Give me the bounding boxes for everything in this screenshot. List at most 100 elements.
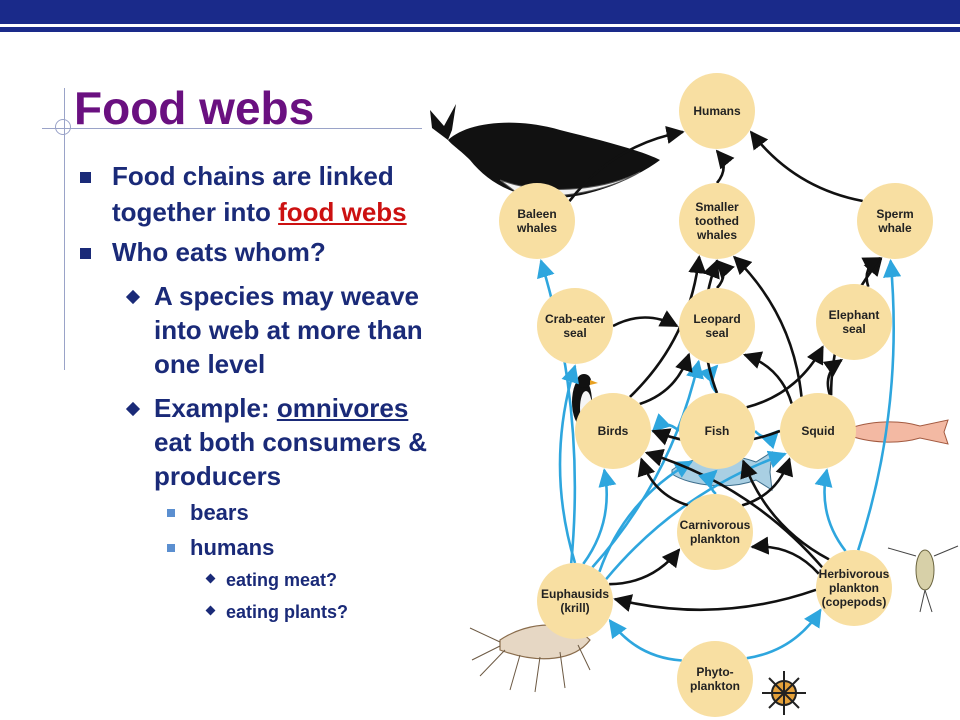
food-web-arrow-smaller-to-humans — [715, 149, 735, 184]
bullet-1-line-1: Food chains are linked — [112, 161, 394, 191]
node-label: Phyto- — [696, 665, 733, 679]
decor-horizontal-line — [42, 128, 422, 129]
bullet-4-line-3: producers — [154, 461, 282, 491]
node-squid: Squid — [780, 393, 856, 469]
bullet-3-line-1: A species may weave — [154, 281, 419, 311]
node-circle — [575, 393, 651, 469]
food-web-arrow-carniv-to-birds — [637, 457, 689, 507]
bullet-4-line-1: Example: omnivores — [154, 392, 408, 424]
node-circle — [679, 183, 755, 259]
decor-vertical-line — [64, 88, 65, 370]
node-label: Carnivorous — [680, 518, 751, 532]
food-web-nodes: HumansBaleenwhalesSmallertoothedwhalesSp… — [499, 73, 933, 717]
bullet-2: Who eats whom? — [112, 237, 326, 267]
food-web-arrow-euph-to-birds — [582, 468, 617, 565]
food-web-arrow-birds-to-leopard — [639, 352, 693, 406]
node-label: seal — [705, 326, 728, 340]
node-label: Euphausids — [541, 587, 609, 601]
node-circle — [816, 550, 892, 626]
food-web-arrow-baleen-to-humans — [568, 125, 685, 202]
food-web-arrow-herbiv-to-squid — [814, 468, 847, 552]
sub-sub-bullet-marker — [167, 544, 175, 552]
food-web-arrow-euph-to-leopard — [591, 359, 704, 569]
node-label: Herbivorous — [819, 567, 890, 581]
food-web-arrow-carniv-to-squid — [741, 457, 794, 507]
node-circle — [857, 183, 933, 259]
food-web-arrow-squid-to-leopard — [742, 351, 793, 404]
node-humans: Humans — [679, 73, 755, 149]
food-web-arrow-herbiv-to-euph — [613, 588, 817, 612]
bullet-4-line-2: eat both consumers & — [154, 427, 428, 457]
node-label: plankton — [829, 581, 879, 595]
food-web-arrow-herbiv-to-birds — [644, 448, 824, 569]
top-divider-line — [0, 27, 960, 32]
node-circle — [499, 183, 575, 259]
node-fish: Fish — [679, 393, 755, 469]
food-web-arrow-elephant-to-sperm — [861, 256, 882, 288]
node-label: Squid — [801, 424, 834, 438]
food-web-arrow-herbiv-to-sperm — [856, 258, 902, 551]
node-label: (copepods) — [822, 595, 887, 609]
food-web-arrow-crabeater-to-leopard — [612, 310, 679, 328]
node-label: Smaller — [695, 200, 739, 214]
node-circle — [537, 563, 613, 639]
food-web-arrow-euph-to-crabeater — [558, 364, 579, 564]
decor-crosshair-circle — [55, 119, 71, 135]
node-label: Sperm — [876, 207, 913, 221]
food-webs-link[interactable]: food webs — [278, 197, 407, 227]
food-web-arrow-euph-to-fish — [598, 460, 693, 573]
sub-sub-bullet-marker — [167, 509, 175, 517]
node-circle — [679, 73, 755, 149]
food-web-arrow-phyto-to-euph — [608, 619, 682, 662]
bullet-3-line-2: into web at more than — [154, 315, 423, 345]
food-web-arrow-herbiv-to-fish — [740, 459, 830, 561]
node-label: whale — [877, 221, 912, 235]
node-label: seal — [842, 322, 865, 336]
node-label: Baleen — [517, 207, 556, 221]
node-label: whales — [516, 221, 557, 235]
food-web-arrow-squid-to-elephant — [822, 358, 843, 396]
node-label: Fish — [705, 424, 730, 438]
node-circle — [677, 641, 753, 717]
node-label: plankton — [690, 679, 740, 693]
omnivores-term: omnivores — [276, 393, 409, 423]
food-web-arrow-euph-to-carniv — [609, 548, 681, 586]
node-circle — [679, 393, 755, 469]
food-web-arrow-phyto-to-herbiv — [746, 608, 822, 660]
bullet-1-prefix: together into — [112, 197, 279, 227]
node-circle — [679, 288, 755, 364]
node-label: Birds — [598, 424, 629, 438]
food-web-arrow-fish-to-birds — [651, 413, 680, 433]
food-web-arrow-herbiv-to-carniv — [750, 536, 820, 575]
node-circle — [780, 393, 856, 469]
food-web-arrow-squid-to-smaller — [733, 255, 803, 397]
bullet-marker — [80, 172, 91, 183]
food-web-arrow-carniv-to-fish — [697, 469, 718, 495]
node-phyto: Phyto-plankton — [677, 641, 753, 717]
node-circle — [677, 494, 753, 570]
bullet-eating-meat: eating meat? — [226, 570, 338, 590]
bullet-4-prefix: Example: — [154, 393, 277, 423]
phytoplankton-icon — [762, 671, 806, 715]
bullet-1-line-2: together into food webs — [112, 196, 407, 228]
node-circle — [537, 288, 613, 364]
node-label: (krill) — [560, 601, 589, 615]
bullet-bears: bears — [190, 500, 249, 525]
bullet-eating-plants: eating plants? — [226, 602, 349, 622]
bullet-marker — [80, 248, 91, 259]
food-web-arrow-fish-to-elephant — [746, 345, 824, 409]
node-label: whales — [696, 228, 737, 242]
copepod-icon — [887, 545, 959, 613]
top-title-bar — [0, 0, 960, 24]
node-circle — [816, 284, 892, 360]
food-web-arrow-birds-to-smaller — [628, 254, 707, 398]
node-label: toothed — [695, 214, 739, 228]
node-label: Elephant — [829, 308, 880, 322]
